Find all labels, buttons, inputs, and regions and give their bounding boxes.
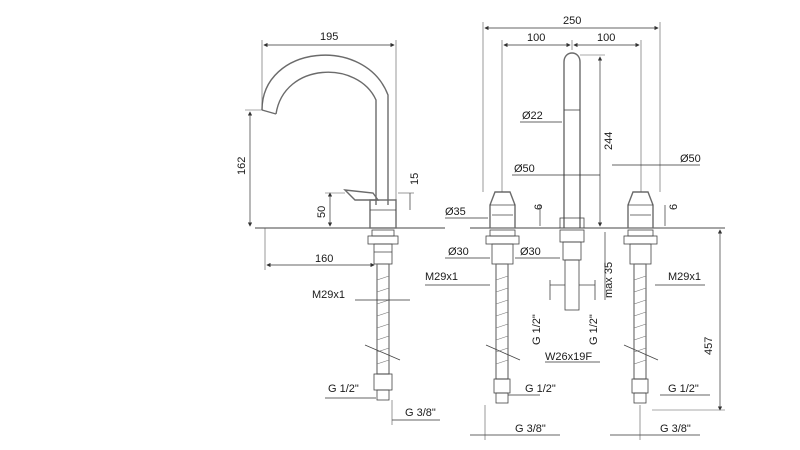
left-base-height-label: 50 — [316, 206, 328, 218]
left-outlet-label: G 3/8" — [405, 407, 436, 419]
center-inlet-left-label: G 1/2" — [531, 314, 543, 345]
thread-left-label: M29x1 — [425, 271, 458, 283]
spout-height-label: 244 — [603, 132, 615, 150]
left-projection-label: 160 — [315, 253, 333, 265]
left-outlet-label: G 3/8" — [515, 423, 546, 435]
right-handle-dia-label: Ø50 — [680, 153, 701, 165]
center-connector-label: W26x19F — [545, 351, 592, 363]
right-spacing-label: 100 — [597, 32, 615, 44]
handle-base-dia-label: Ø35 — [445, 206, 466, 218]
deck-gap-left-label: 6 — [533, 204, 545, 210]
right-inlet-label: G 1/2" — [668, 383, 699, 395]
center-inlet-right-label: G 1/2" — [588, 314, 600, 345]
right-set-drawing: 250 100 100 Ø22 244 Ø50 Ø50 Ø35 6 6 Ø30 … — [425, 15, 725, 440]
left-spacing-label: 100 — [527, 32, 545, 44]
spout-base-dia-label: Ø50 — [514, 163, 535, 175]
left-width-label: 195 — [320, 31, 338, 43]
shank-dia-left-label: Ø30 — [448, 246, 469, 258]
left-thread-label: M29x1 — [312, 289, 345, 301]
overall-width-label: 250 — [563, 15, 581, 27]
shank-dia-center-label: Ø30 — [520, 246, 541, 258]
right-outlet-label: G 3/8" — [660, 423, 691, 435]
left-height-label: 162 — [236, 157, 248, 175]
left-faucet-drawing: 195 162 15 50 160 M29x1 G 1/2" G 3/8" — [236, 31, 445, 425]
left-lever-height-label: 15 — [409, 173, 421, 185]
thread-right-label: M29x1 — [668, 271, 701, 283]
spout-tip-dia-label: Ø22 — [522, 110, 543, 122]
total-depth-label: 457 — [703, 337, 715, 355]
max-thickness-label: max 35 — [603, 262, 615, 298]
left-inlet-label: G 1/2" — [328, 383, 359, 395]
deck-gap-right-label: 6 — [668, 204, 680, 210]
left-inlet-label: G 1/2" — [525, 383, 556, 395]
